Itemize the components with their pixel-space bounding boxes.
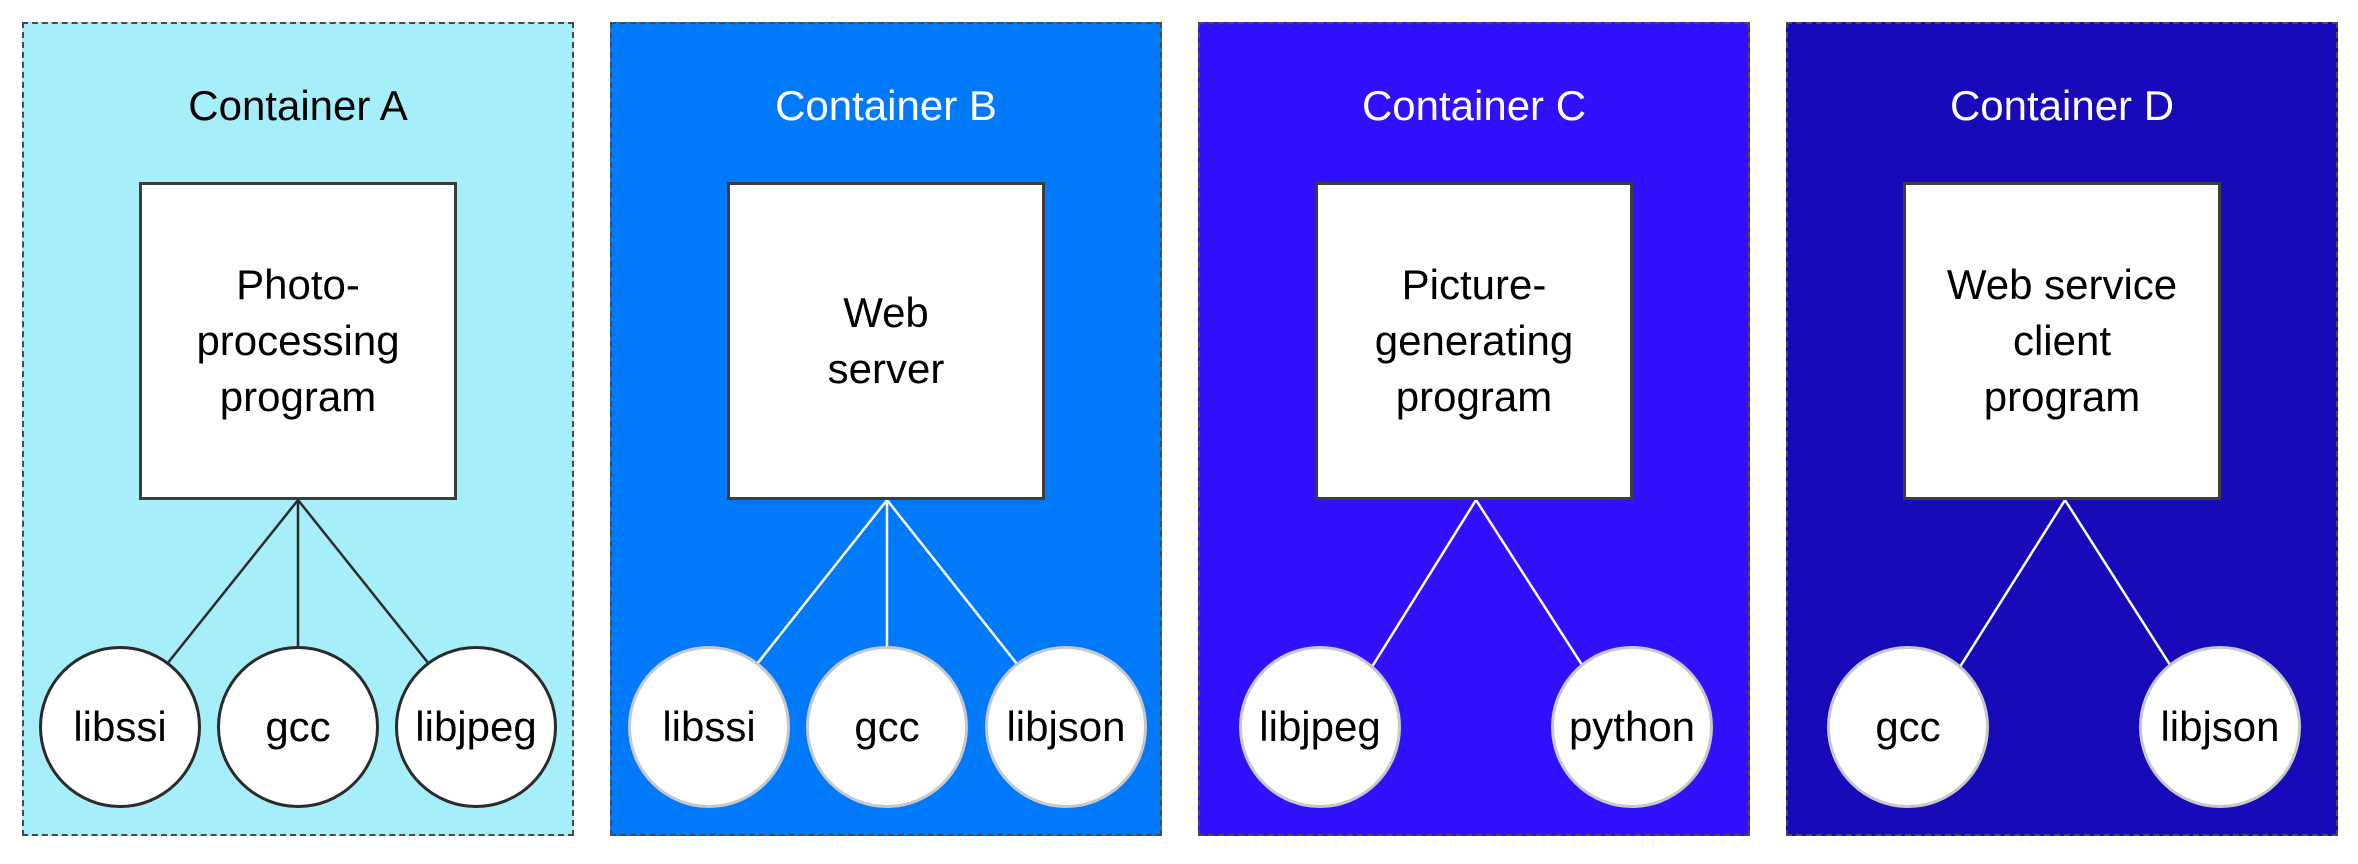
library-label: libssi (662, 703, 756, 750)
library-node: libjpeg (395, 646, 557, 808)
library-node: gcc (1827, 646, 1989, 808)
library-label: libjson (1006, 703, 1126, 750)
library-label: libssi (73, 703, 167, 750)
library-node: gcc (217, 646, 379, 808)
container-a: Container A Photo- processing program li… (22, 22, 574, 836)
dependency-lines (1368, 499, 1586, 671)
library-label: libjpeg (415, 703, 537, 750)
container-title: Container C (1361, 82, 1587, 129)
program-box: Picture- generating program (1315, 182, 1633, 500)
connector-line (756, 499, 888, 665)
program-box: Photo- processing program (139, 182, 457, 500)
dependency-lines (1956, 499, 2174, 671)
container-b: Container B Web server libssi gcc libjso… (610, 22, 1162, 836)
container-title: Container B (775, 82, 997, 129)
library-label: libjpeg (1259, 703, 1381, 750)
container-c: Container C Picture- generating program … (1198, 22, 1750, 836)
dependency-lines (166, 499, 430, 665)
library-node: libjson (2139, 646, 2301, 808)
library-label: gcc (265, 703, 331, 750)
connector-line (1956, 499, 2067, 671)
dependency-lines (756, 499, 1018, 665)
library-node: libjpeg (1239, 646, 1401, 808)
container-d: Container D Web service client program g… (1786, 22, 2338, 836)
program-label: Photo- processing program (196, 261, 400, 420)
library-label: gcc (1875, 703, 1941, 750)
library-node: python (1551, 646, 1713, 808)
library-label: libjson (2160, 703, 2280, 750)
library-node: libssi (39, 646, 201, 808)
library-node: gcc (806, 646, 968, 808)
connector-line (1474, 499, 1586, 669)
connector-line (166, 499, 299, 665)
program-box: Web server (727, 182, 1045, 500)
container-title: Container A (188, 82, 408, 129)
connector-line (2063, 499, 2174, 669)
connector-line (886, 499, 1018, 665)
program-label: Web service client program (1946, 261, 2178, 420)
library-node: libssi (628, 646, 790, 808)
library-node: libjson (985, 646, 1147, 808)
library-label: python (1568, 703, 1696, 750)
library-label: gcc (854, 703, 920, 750)
program-box: Web service client program (1903, 182, 2221, 500)
container-title: Container D (1949, 82, 2175, 129)
connector-line (1368, 499, 1478, 671)
program-label: Web server (827, 289, 945, 392)
program-label: Picture- generating program (1374, 261, 1574, 420)
connector-line (297, 499, 430, 665)
